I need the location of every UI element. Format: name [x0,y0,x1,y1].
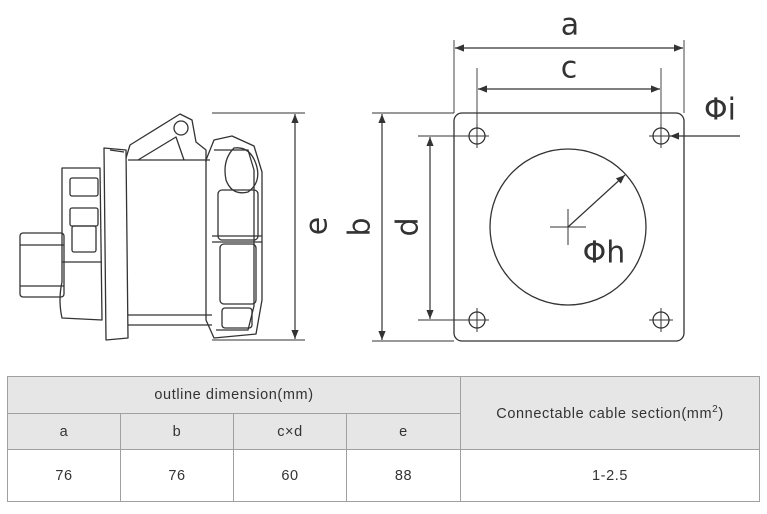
dimension-h: Φh [567,174,626,271]
dimension-e: e [291,114,335,339]
table-row: 76 76 60 88 1-2.5 [7,449,761,502]
mounting-holes [465,124,673,332]
cable-section-title: Connectable cable section [496,405,682,422]
value-cxd: 60 [233,449,347,502]
dimension-d: d [391,137,434,319]
cable-section-unit-sup: 2 [712,404,719,416]
center-opening [489,148,647,306]
dimension-drawing: e [19,8,740,342]
value-cable-section: 1-2.5 [460,449,761,502]
dimension-c: c [478,51,660,93]
label-a: a [561,8,579,43]
cable-section-unit-close: ) [718,405,724,422]
dimension-a: a [455,8,683,52]
dimension-i: Φi [670,93,740,140]
value-a: 76 [7,449,121,502]
cable-section-unit: (mm [681,405,713,422]
column-header-e: e [345,413,462,450]
dimension-b: b [343,114,386,340]
column-header-b: b [120,413,234,450]
value-b: 76 [120,449,234,502]
cable-section-header: Connectable cable section(mm2) [460,376,761,450]
label-c: c [561,51,578,86]
label-h: Φh [583,236,626,271]
column-header-cxd: c×d [233,413,347,450]
outline-dimension-header: outline dimension(mm) [6,376,462,414]
label-e: e [300,217,335,235]
label-b: b [343,217,378,236]
value-e: 88 [345,449,462,502]
side-view [19,112,305,341]
front-plate [372,40,685,342]
column-header-a: a [7,413,121,450]
dimension-table: outline dimension(mm) Connectable cable … [6,376,761,502]
label-i: Φi [704,93,736,128]
label-d: d [391,217,426,236]
